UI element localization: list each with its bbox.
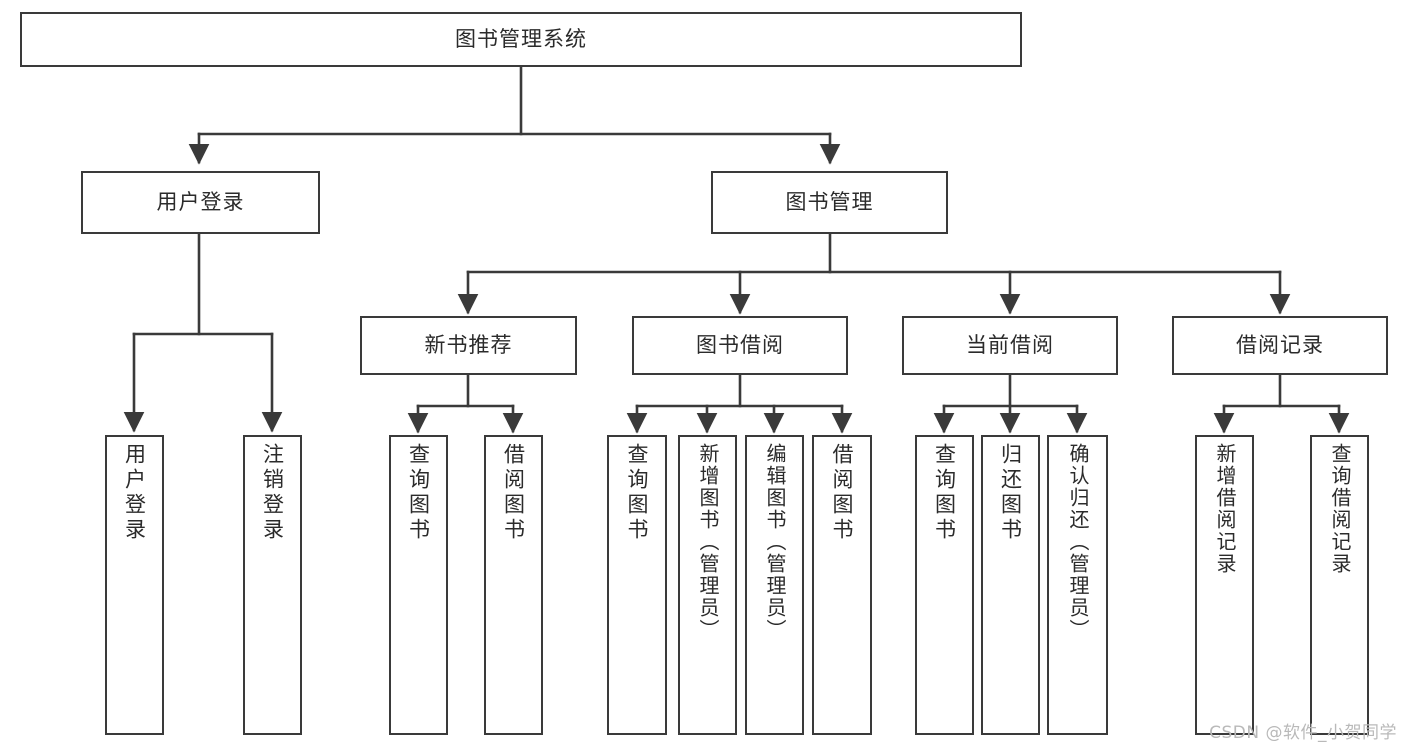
leaf-book-borrow-add-book-admin[interactable]: 新增图书（管理员） [678, 435, 737, 735]
node-borrowing-records[interactable]: 借阅记录 [1172, 316, 1388, 375]
leaf-user-login-logout[interactable]: 注销登录 [243, 435, 302, 735]
node-label: 编辑图书（管理员） [763, 443, 787, 641]
node-label: 借阅图书 [830, 443, 855, 543]
node-root-book-management-system[interactable]: 图书管理系统 [20, 12, 1022, 67]
node-label: 新书推荐 [424, 333, 513, 358]
leaf-current-borrow-query-book[interactable]: 查询图书 [915, 435, 974, 735]
node-label: 归还图书 [998, 443, 1023, 543]
node-current-borrowing[interactable]: 当前借阅 [902, 316, 1118, 375]
node-label: 注销登录 [260, 443, 285, 543]
csdn-watermark: CSDN @软件_小贺同学 [1209, 723, 1397, 743]
node-label: 图书借阅 [696, 333, 784, 358]
leaf-current-borrow-confirm-return-admin[interactable]: 确认归还（管理员） [1047, 435, 1108, 735]
leaf-borrow-records-query-record[interactable]: 查询借阅记录 [1310, 435, 1369, 735]
node-label: 查询图书 [406, 443, 431, 543]
node-user-login[interactable]: 用户登录 [81, 171, 320, 234]
node-book-management[interactable]: 图书管理 [711, 171, 948, 234]
node-label: 图书管理 [785, 190, 874, 215]
node-new-book-recommendation[interactable]: 新书推荐 [360, 316, 577, 375]
node-label: 借阅图书 [501, 443, 526, 543]
node-label: 查询图书 [625, 443, 650, 543]
leaf-new-books-borrow-book[interactable]: 借阅图书 [484, 435, 543, 735]
node-label: 当前借阅 [966, 333, 1054, 358]
node-label: 借阅记录 [1236, 333, 1324, 358]
node-label: 用户登录 [122, 443, 147, 543]
node-label: 查询图书 [932, 443, 957, 543]
node-label: 新增图书（管理员） [696, 443, 720, 641]
leaf-book-borrow-borrow-book[interactable]: 借阅图书 [812, 435, 872, 735]
leaf-new-books-query-book[interactable]: 查询图书 [389, 435, 448, 735]
node-label: 查询借阅记录 [1328, 443, 1352, 575]
node-book-borrowing[interactable]: 图书借阅 [632, 316, 848, 375]
node-label: 确认归还（管理员） [1066, 443, 1090, 641]
leaf-book-borrow-query-book[interactable]: 查询图书 [607, 435, 667, 735]
leaf-borrow-records-add-record[interactable]: 新增借阅记录 [1195, 435, 1254, 735]
leaf-user-login-login[interactable]: 用户登录 [105, 435, 164, 735]
leaf-current-borrow-return-book[interactable]: 归还图书 [981, 435, 1040, 735]
node-label: 图书管理系统 [455, 27, 587, 52]
node-label: 用户登录 [156, 190, 245, 215]
node-label: 新增借阅记录 [1213, 443, 1237, 575]
leaf-book-borrow-edit-book-admin[interactable]: 编辑图书（管理员） [745, 435, 804, 735]
